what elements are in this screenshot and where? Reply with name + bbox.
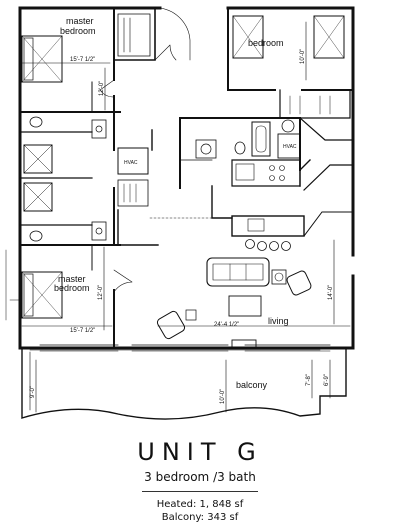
- toilet: [29, 116, 43, 128]
- armchair: [156, 310, 186, 340]
- dimension-label: 9'-0": [30, 386, 36, 398]
- hvac-label-left: HVAC: [124, 160, 138, 166]
- dimension-label: 12'-0": [99, 81, 105, 96]
- dimension-label: 12'-0": [98, 285, 104, 300]
- living-label: living: [268, 316, 289, 326]
- master-bedroom-bottom-label-line1: master: [58, 274, 86, 284]
- dimension-label: 7'-8": [306, 374, 312, 386]
- floor-plan: master bedroom bedroom master bedroom li…: [5, 6, 355, 420]
- dimension-label: 10'-0": [220, 389, 226, 404]
- exterior-wall: [18, 6, 355, 350]
- door-swing: [99, 79, 115, 98]
- entry-door: [231, 339, 257, 349]
- title-block: UNIT G 3 bedroom /3 bath Heated: 1, 848 …: [0, 438, 400, 524]
- dimension-label: 15'-7 1/2": [70, 328, 95, 334]
- kitchen-island: [231, 215, 305, 237]
- door-swing: [113, 269, 133, 293]
- toilet: [234, 141, 246, 155]
- heated-area: Heated: 1, 848 sf: [156, 499, 244, 510]
- bed: [232, 15, 264, 59]
- sink: [195, 139, 217, 159]
- hvac-label-right: HVAC: [283, 144, 297, 150]
- divider: [142, 491, 258, 492]
- door-swing: [159, 7, 191, 61]
- bathtub: [251, 121, 271, 157]
- balcony-label: balcony: [236, 380, 268, 390]
- sink: [91, 221, 107, 241]
- interior-wall: [19, 111, 121, 246]
- unit-subtitle: 3 bedroom /3 bath: [144, 470, 256, 484]
- balcony-area: Balcony: 343 sf: [161, 512, 239, 523]
- side-table: [185, 309, 197, 321]
- door-swing: [154, 44, 177, 61]
- dimension-label: 24'-4 1/2": [214, 322, 239, 328]
- shower: [23, 182, 53, 212]
- sink: [91, 119, 107, 139]
- bed: [313, 15, 345, 59]
- unit-title: UNIT G: [137, 438, 263, 466]
- master-bedroom-bottom-label-line2: bedroom: [54, 283, 90, 293]
- bed: [21, 271, 63, 319]
- toilet: [29, 230, 43, 242]
- dimension-label: 15'-7 1/2": [70, 57, 95, 63]
- master-bedroom-label-line1: master: [66, 16, 94, 26]
- bedroom-label: bedroom: [248, 38, 284, 48]
- sofa: [206, 257, 270, 287]
- dimension-label: 10'-0": [300, 49, 306, 64]
- dimension-label: 6'-9": [324, 374, 330, 386]
- shower: [23, 144, 53, 174]
- master-bedroom-label-line2: bedroom: [60, 26, 96, 36]
- coffee-table: [228, 295, 262, 317]
- dimension-label: 14'-0": [328, 285, 334, 300]
- bed: [21, 35, 63, 83]
- balcony-outline: [21, 349, 347, 420]
- armchair: [286, 270, 312, 296]
- side-table: [271, 269, 287, 285]
